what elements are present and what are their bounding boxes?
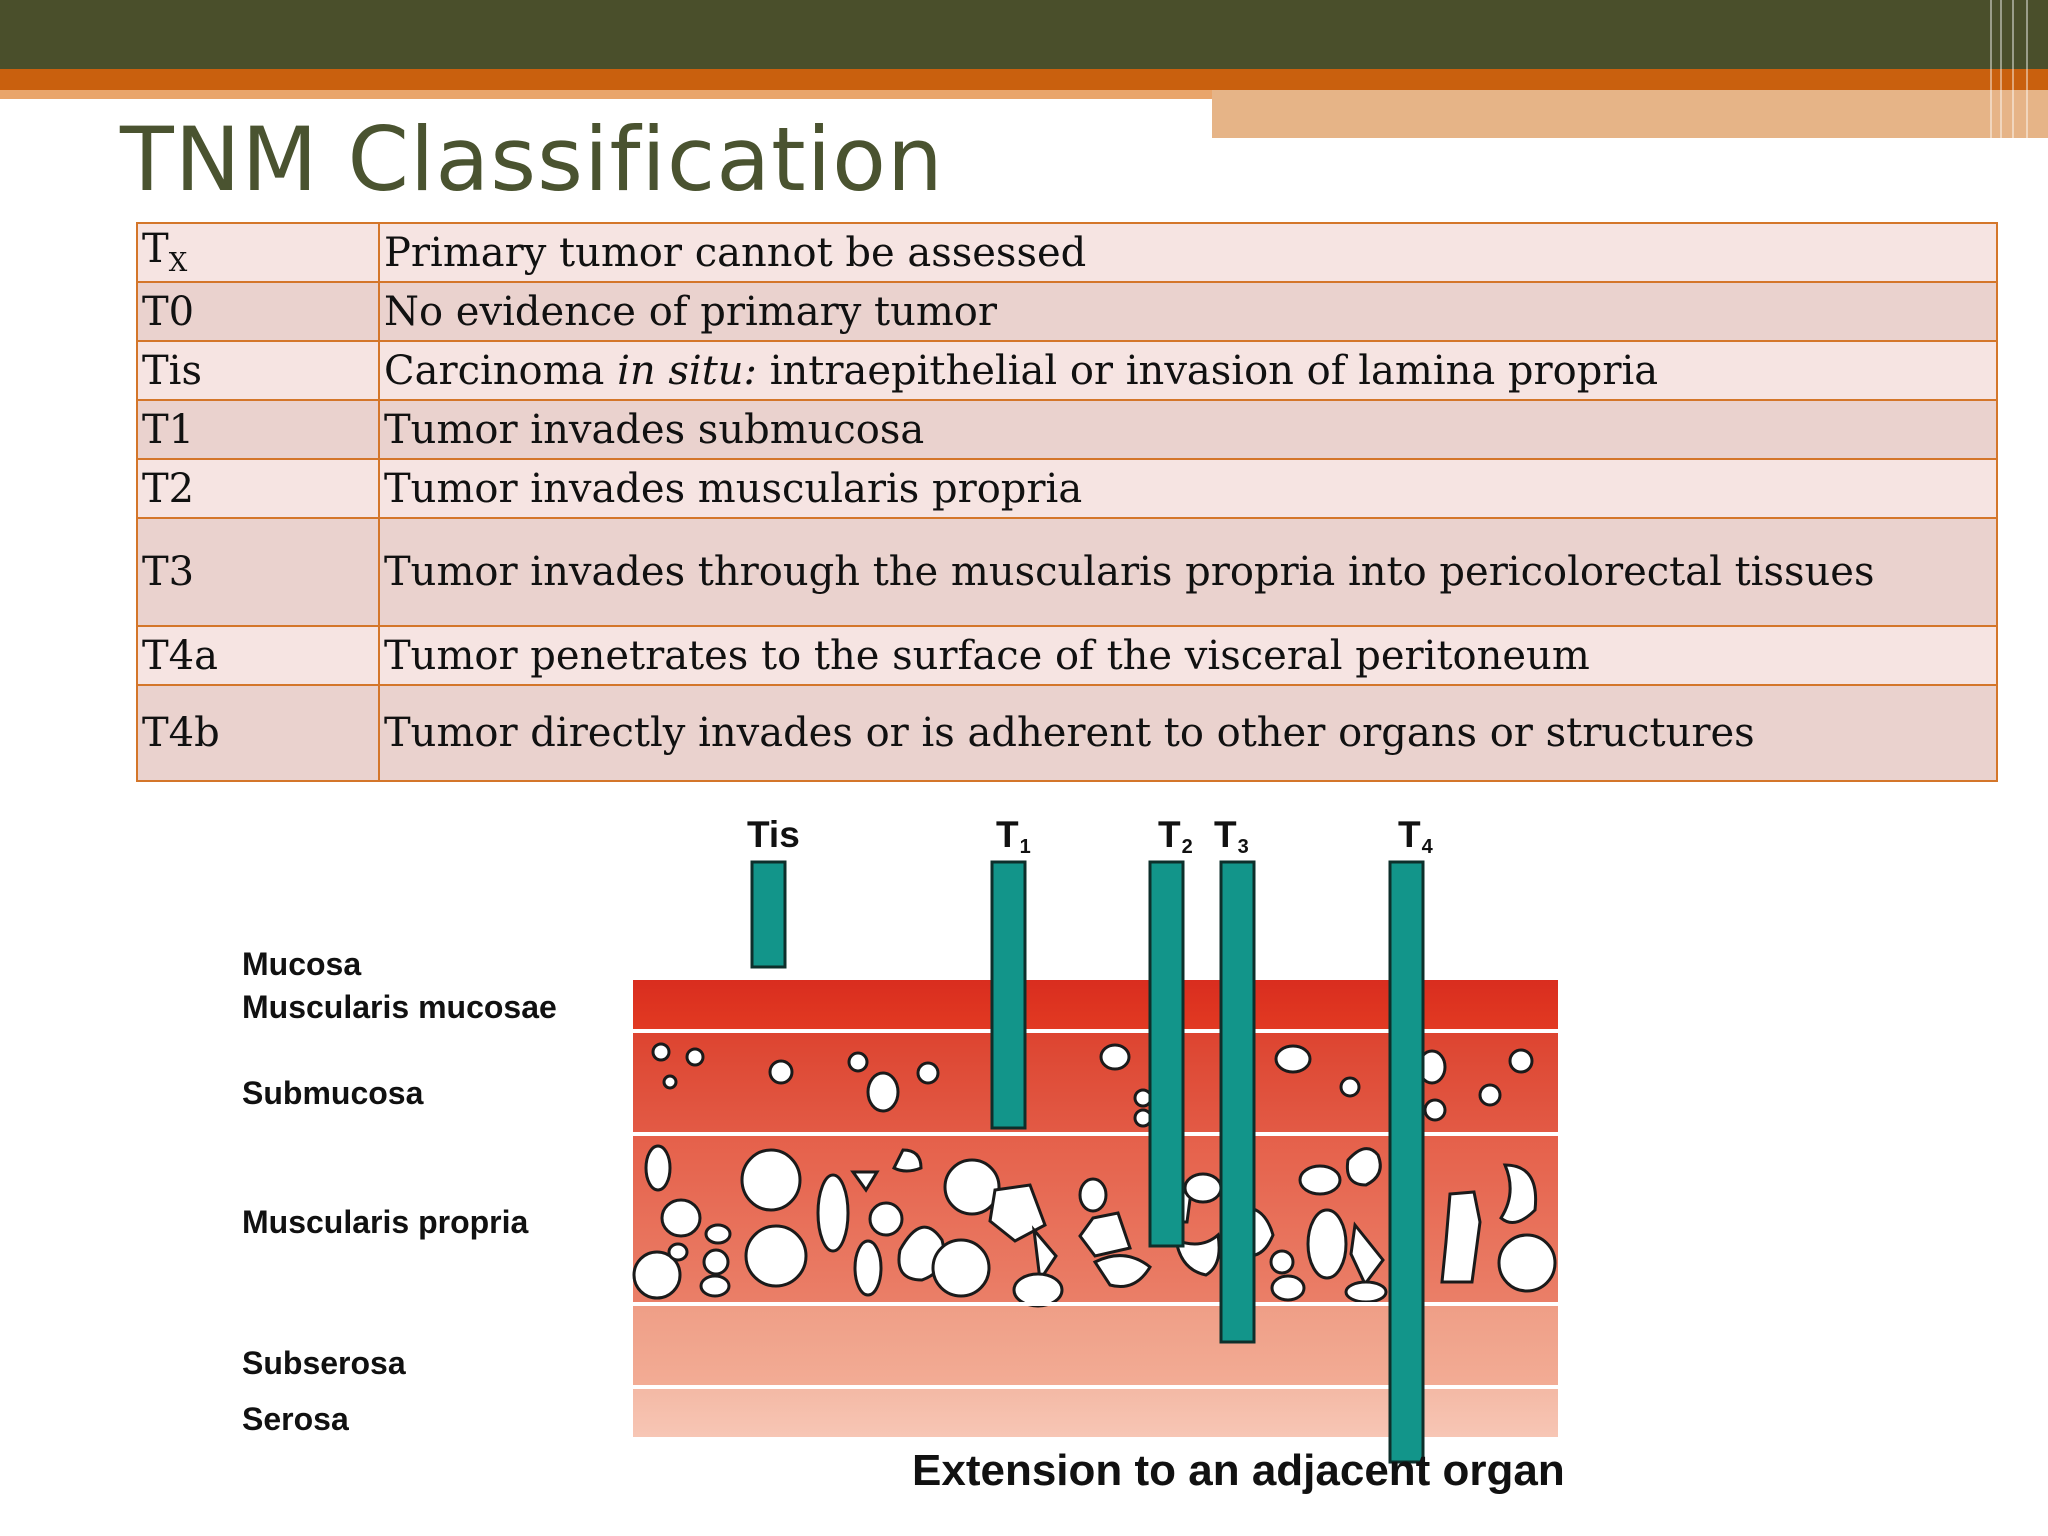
table-row: T2 Tumor invades muscularis propria [136,458,1998,519]
stage-code: T0 [136,281,380,342]
stage-description: Carcinoma in situ: intraepithelial or in… [378,340,1998,401]
table-row: TX Primary tumor cannot be assessed [136,222,1998,283]
italic-term: in situ: [617,347,758,394]
table-row: T4a Tumor penetrates to the surface of t… [136,625,1998,686]
stage-description: Tumor directly invades or is adherent to… [378,684,1998,782]
stage-code: T4b [136,684,380,782]
stage-code: T1 [136,399,380,460]
submucosa-vessels [651,1042,1534,1128]
stage-bar-t4 [1388,860,1425,1464]
stage-label-t4: T4 [1398,814,1433,858]
stage-description: Tumor invades muscularis propria [378,458,1998,519]
slide-title: TNM Classification [120,108,944,211]
stage-bar-tis [750,860,787,969]
stage-description: Tumor penetrates to the surface of the v… [378,625,1998,686]
stage-bar-t3 [1219,860,1256,1344]
layer-label-subserosa: Subserosa [242,1345,406,1381]
header-stripe [2000,0,2002,138]
header-stripe [2026,0,2028,138]
stage-code: TX [136,222,380,283]
stage-label-t1: T1 [996,814,1031,858]
header-band-thin [0,90,1212,99]
diagram-caption: Extension to an adjacent organ [912,1446,1565,1495]
header-band-peach [1212,90,2048,138]
layer-label-mucosa: Mucosa [242,946,362,982]
layer-label-muscularis-mucosae: Muscularis mucosae [242,989,557,1025]
table-row: T3 Tumor invades through the muscularis … [136,517,1998,627]
stage-code: Tis [136,340,380,401]
table-row: T1 Tumor invades submucosa [136,399,1998,460]
header-stripe [1990,0,1992,138]
table-row: Tis Carcinoma in situ: intraepithelial o… [136,340,1998,401]
layer-label-submucosa: Submucosa [242,1075,424,1111]
layer-label-muscularis-propria: Muscularis propria [242,1204,529,1240]
stage-bar-t2 [1148,860,1185,1248]
table-row: T0 No evidence of primary tumor [136,281,1998,342]
header-band-green [0,0,2048,69]
stage-bars [750,860,1425,1464]
stage-label-t2: T2 [1158,814,1193,858]
stage-description: No evidence of primary tumor [378,281,1998,342]
stage-code-subscript: X [168,248,188,278]
stage-code: T2 [136,458,380,519]
table-row: T4b Tumor directly invades or is adheren… [136,684,1998,782]
stage-label-tis: Tis [747,814,800,855]
stage-description: Tumor invades through the muscularis pro… [378,517,1998,627]
stage-label-t3: T3 [1214,814,1249,858]
header-band-orange [0,69,2048,90]
stage-code: T4a [136,625,380,686]
header-stripe [2012,0,2014,138]
layer-label-serosa: Serosa [242,1401,349,1437]
stage-description: Primary tumor cannot be assessed [378,222,1998,283]
tnm-table: TX Primary tumor cannot be assessed T0 N… [136,222,1998,782]
stage-bar-t1 [990,860,1027,1130]
stage-description: Tumor invades submucosa [378,399,1998,460]
stage-code: T3 [136,517,380,627]
